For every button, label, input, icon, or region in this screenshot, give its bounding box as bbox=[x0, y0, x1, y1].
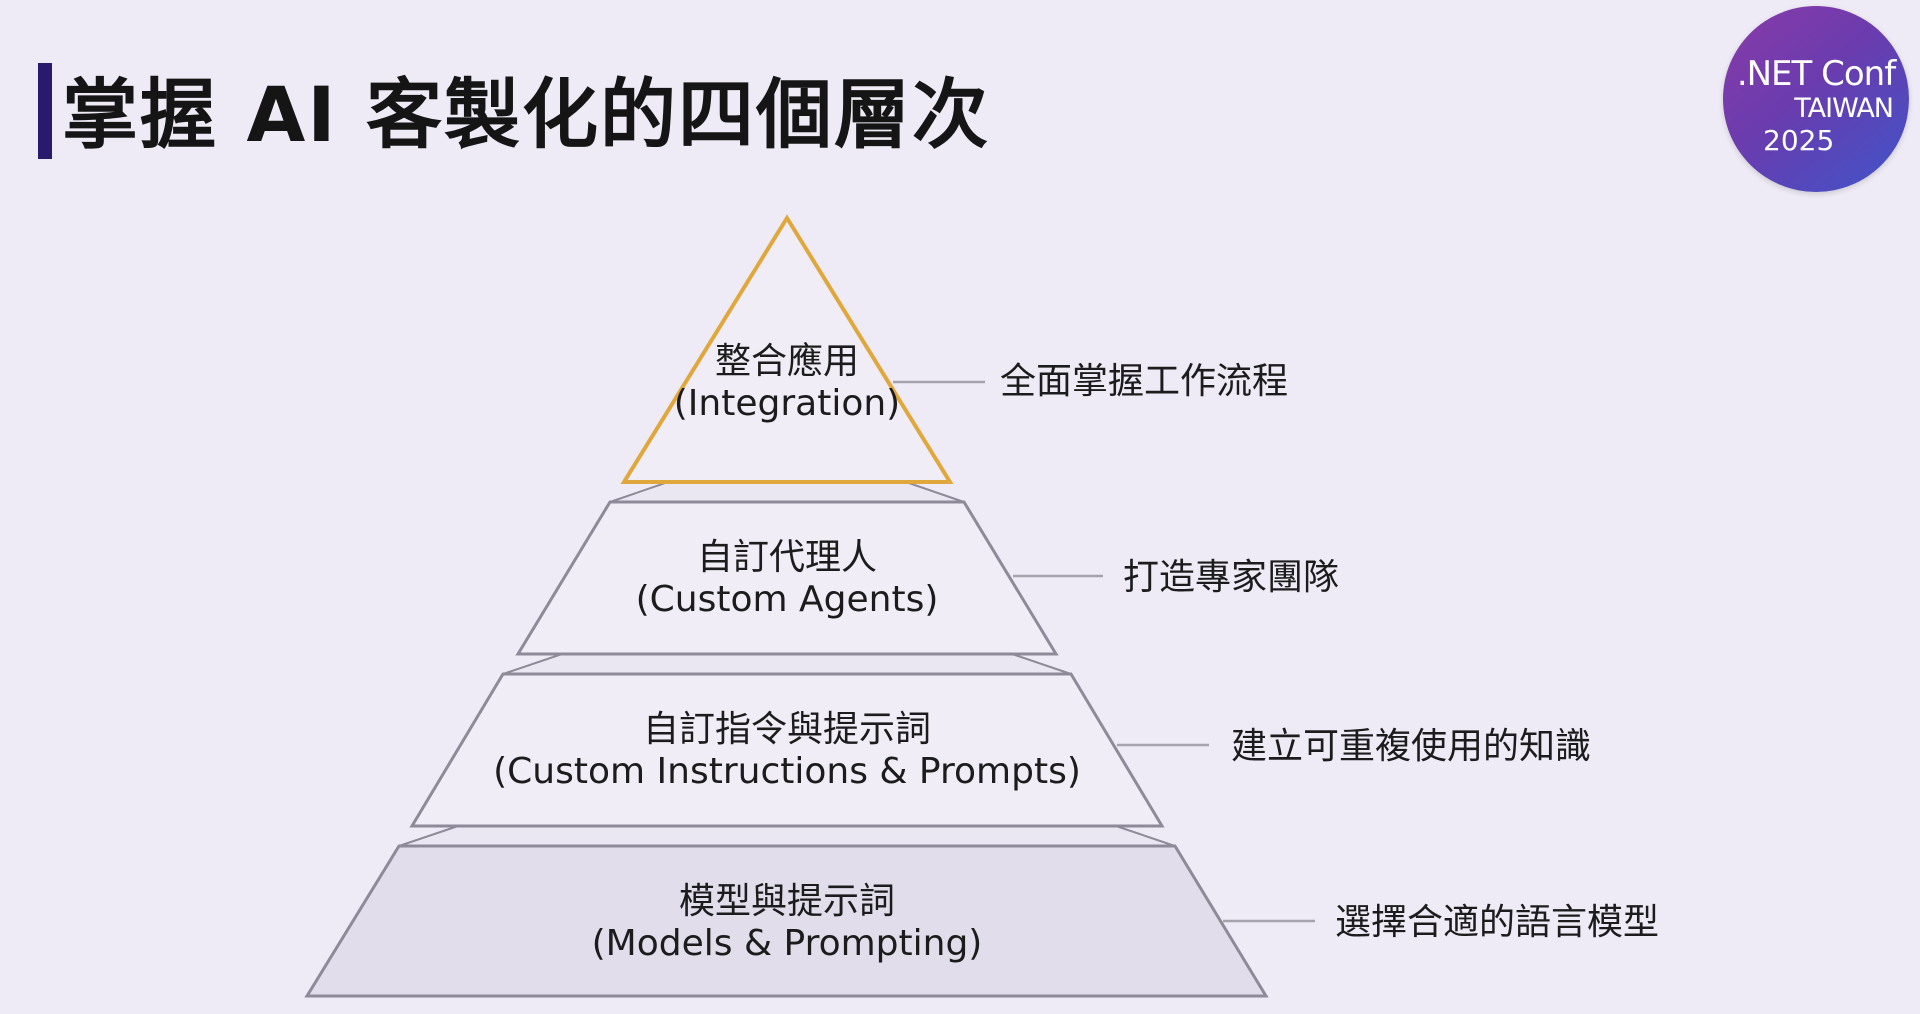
tier-2-english: (Custom Agents) bbox=[636, 579, 939, 620]
tier-4-english: (Models & Prompting) bbox=[592, 923, 983, 964]
tier-2-shape bbox=[515, 500, 1059, 656]
logo-line-2: TAIWAN bbox=[1794, 93, 1894, 124]
tier-3-description: 建立可重複使用的知識 bbox=[1231, 726, 1591, 767]
tier-2-name: 自訂代理人 bbox=[697, 537, 877, 578]
title-accent-bar bbox=[38, 63, 52, 159]
tier-2-description: 打造專家團隊 bbox=[1123, 557, 1339, 598]
tier-1-description: 全面掌握工作流程 bbox=[1000, 361, 1288, 402]
tier-4-description: 選擇合適的語言模型 bbox=[1335, 902, 1659, 943]
tier-4-name: 模型與提示詞 bbox=[679, 881, 895, 922]
tier-4-shape bbox=[304, 844, 1269, 998]
junction-1-2 bbox=[609, 481, 965, 503]
tier-1-english: (Integration) bbox=[674, 383, 900, 424]
junction-3-4 bbox=[398, 825, 1176, 847]
tier-3-name: 自訂指令與提示詞 bbox=[643, 709, 931, 750]
tier-3-english: (Custom Instructions & Prompts) bbox=[493, 751, 1081, 792]
net-conf-logo: .NET Conf TAIWAN 2025 bbox=[1723, 6, 1909, 192]
tier-1-name: 整合應用 bbox=[715, 341, 859, 382]
tier-1-shape bbox=[620, 214, 954, 484]
tier-3-shape bbox=[409, 672, 1165, 828]
logo-line-1: .NET Conf bbox=[1736, 54, 1896, 94]
junction-2-3 bbox=[502, 653, 1072, 675]
slide-title: 掌握 AI 客製化的四個層次 bbox=[62, 70, 991, 159]
logo-line-3: 2025 bbox=[1763, 124, 1835, 157]
